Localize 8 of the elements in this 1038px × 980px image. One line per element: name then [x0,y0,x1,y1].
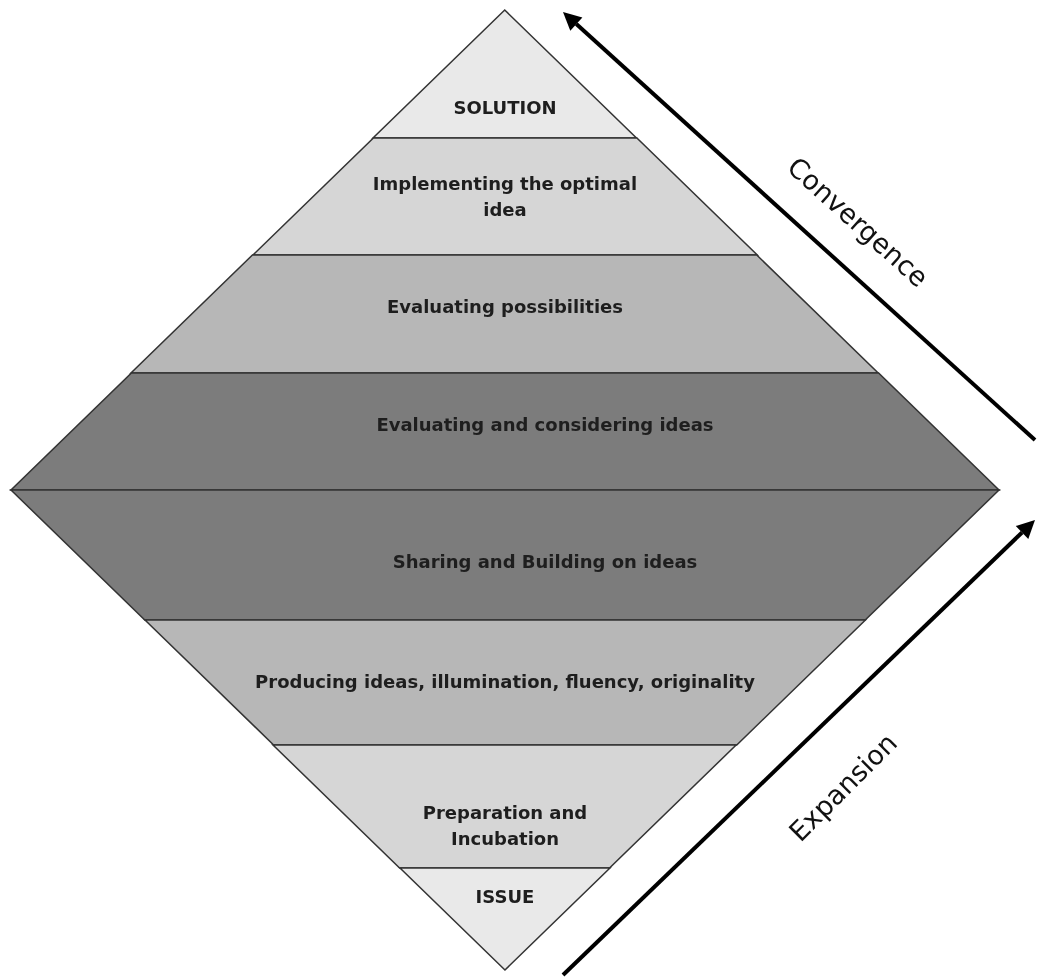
band-label: Implementing the optimal idea [371,171,639,222]
band-label: ISSUE [474,884,536,909]
band-label: Sharing and Building on ideas [391,549,699,574]
band-label: SOLUTION [452,95,558,120]
band-label: Producing ideas, illumination, fluency, originality [254,669,756,694]
band-label: Preparation and Incubation [421,800,589,851]
band-label: Evaluating and considering ideas [375,412,715,437]
band-label: Evaluating possibilities [386,294,624,319]
